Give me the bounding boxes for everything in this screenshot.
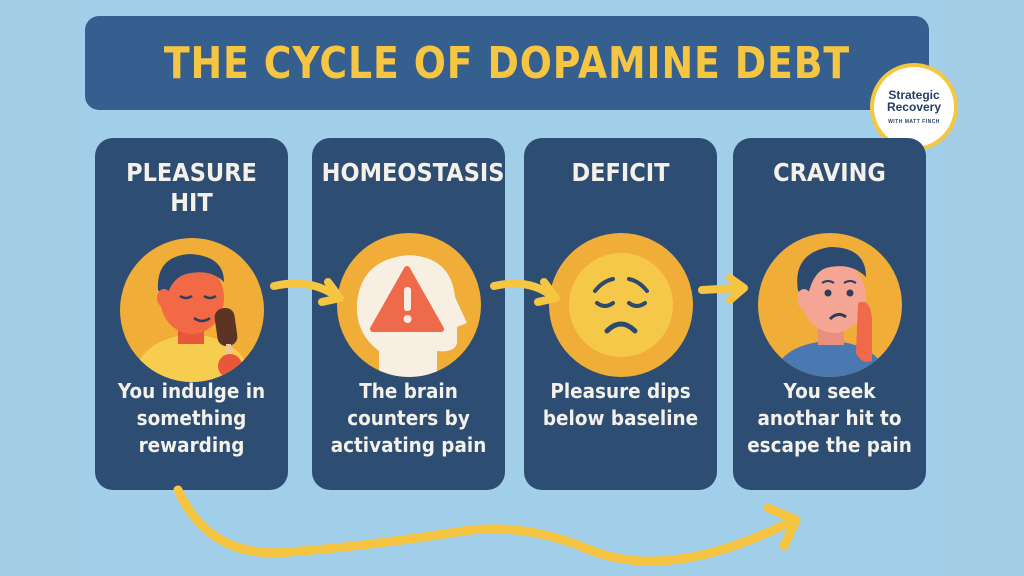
sad-face-icon [549,233,693,377]
arrow-right-icon [270,278,344,306]
logo-name-line2: Recovery [886,100,942,114]
page-title: THE CYCLE OF DOPAMINE DEBT [163,37,851,89]
step-card-deficit: DEFICIT Pleasure dips below baseline [524,138,717,490]
step-description: You indulge in something rewarding [117,379,266,457]
logo-name-line1: Strategic [888,88,940,102]
step-description: You seek anothar hit to escape the pain [747,379,912,457]
head-warning-icon [337,233,481,377]
person-eating-ice-cream-icon [120,238,264,382]
step-title: PLEASURE HIT [126,158,257,217]
arrow-right-icon [490,278,560,306]
title-banner: THE CYCLE OF DOPAMINE DEBT [85,16,929,110]
step-card-craving: CRAVING You seek anothar hit to escape t… [733,138,926,490]
step-card-pleasure-hit: PLEASURE HIT You indulge in something re… [95,138,288,490]
step-card-homeostasis: HOMEOSTASIS The brain counters by activa… [312,138,505,490]
step-title: DEFICIT [571,158,670,187]
step-description: The brain counters by activating pain [330,379,487,457]
worried-person-icon [758,233,902,377]
logo-subtitle: WITH MATT FINCH [888,119,940,125]
step-description: Pleasure dips below baseline [542,379,699,430]
step-title: CRAVING [773,158,886,187]
brand-logo: Strategic Recovery WITH MATT FINCH [870,63,958,151]
arrow-right-icon [698,274,748,304]
loop-arrow-icon [173,485,801,566]
step-title: HOMEOSTASIS [321,158,505,187]
